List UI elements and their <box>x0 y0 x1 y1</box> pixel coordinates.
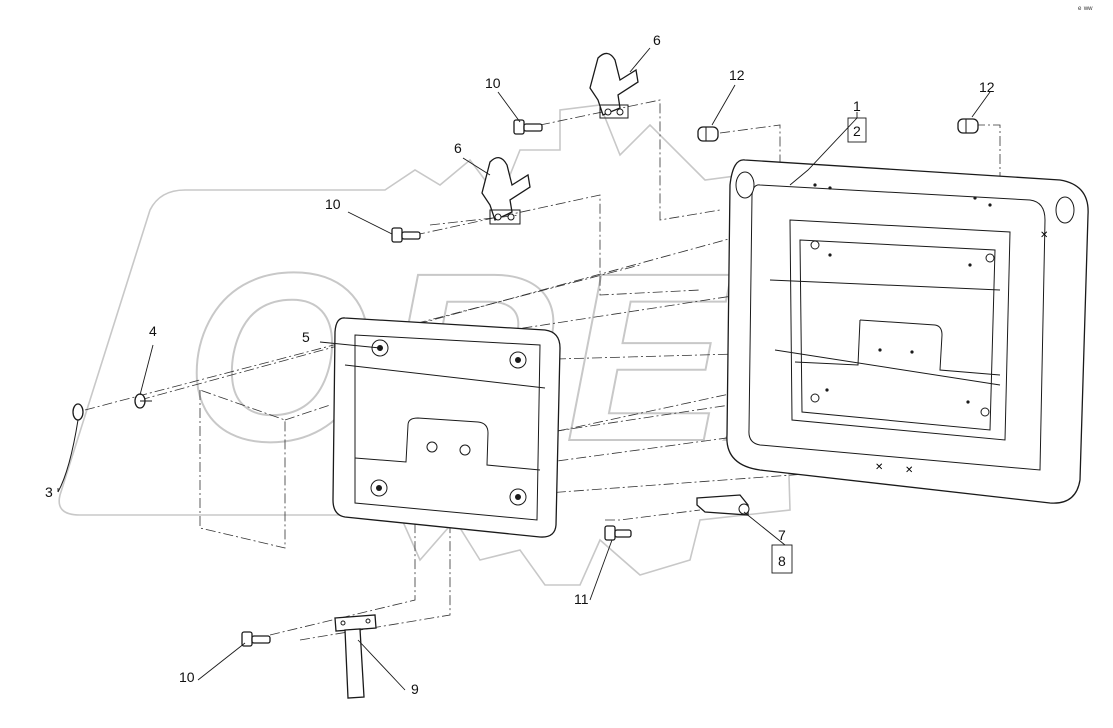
bolt-latch <box>604 525 632 541</box>
cord <box>57 403 84 493</box>
callout-11: 11 <box>574 591 589 607</box>
callout-10-lower: 10 <box>179 669 195 685</box>
callout-3: 3 <box>45 484 53 500</box>
hinge-lower <box>481 157 531 225</box>
callouts: 1 2 3 4 5 6 6 7 8 9 10 10 10 11 12 12 <box>45 32 995 697</box>
latch <box>696 494 750 516</box>
hinge-upper <box>589 52 639 119</box>
door-assembly: ✕ ✕ ✕ <box>726 159 1089 504</box>
bolt-lower <box>241 631 271 647</box>
clip <box>134 393 152 409</box>
svg-text:✕: ✕ <box>905 465 913 476</box>
callout-5: 5 <box>302 329 310 345</box>
bolt-middle <box>391 227 421 243</box>
callout-4: 4 <box>149 323 157 339</box>
inner-panel <box>332 317 561 538</box>
callout-12-left: 12 <box>729 67 745 83</box>
callout-10-middle: 10 <box>325 196 341 212</box>
plug-left <box>697 126 719 142</box>
strap <box>334 614 377 699</box>
callout-12-right: 12 <box>979 79 995 95</box>
corner-mark: ᵉ ʷʷ <box>1078 4 1093 14</box>
svg-text:✕: ✕ <box>875 462 883 473</box>
callout-1: 1 <box>853 98 861 114</box>
callout-7: 7 <box>778 527 786 543</box>
svg-text:✕: ✕ <box>1040 230 1048 241</box>
callout-6-upper: 6 <box>653 32 661 48</box>
bolt-upper <box>513 119 543 135</box>
leader-lines <box>57 47 991 691</box>
callout-9: 9 <box>411 681 419 697</box>
callout-2: 2 <box>853 123 861 139</box>
callout-8: 8 <box>778 553 786 569</box>
callout-6-lower: 6 <box>454 140 462 156</box>
plug-right <box>957 118 979 134</box>
callout-10-upper: 10 <box>485 75 501 91</box>
